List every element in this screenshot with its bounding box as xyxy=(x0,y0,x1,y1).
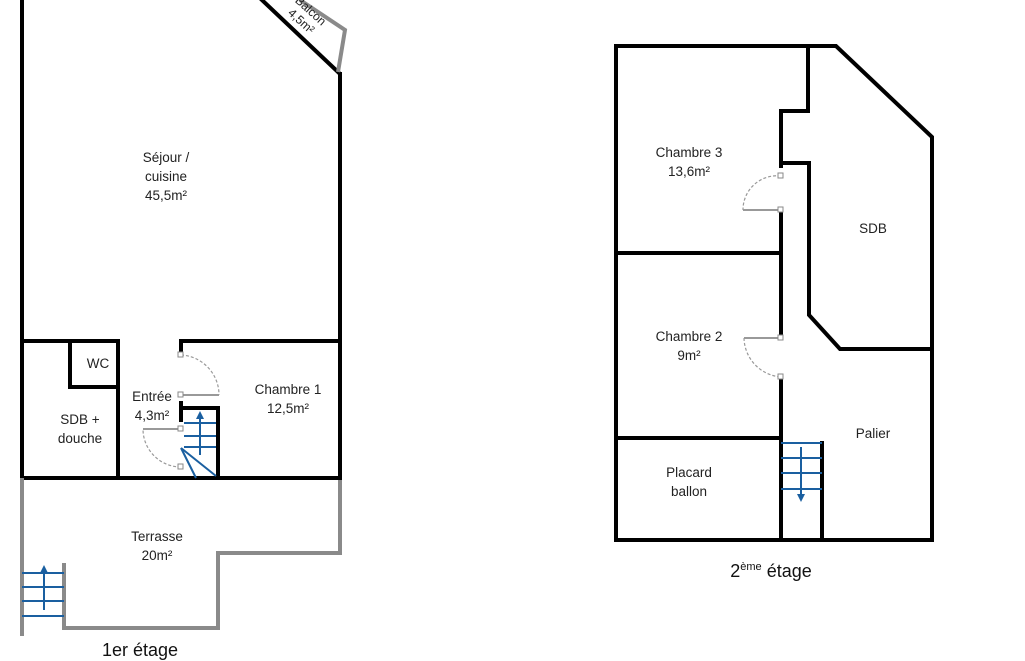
door-entrance xyxy=(142,425,184,470)
terrace-walls xyxy=(20,478,342,636)
stairs-entree xyxy=(180,411,217,479)
door-entree-chambre1 xyxy=(177,351,220,398)
room-label-wc: WC xyxy=(86,356,110,371)
floor2-walls xyxy=(614,44,934,542)
room-label-palier: Palier xyxy=(855,426,891,441)
floor1-title: 1er étage xyxy=(101,640,179,660)
floor1-walls xyxy=(20,0,348,480)
room-label-sdb-douche: SDB +douche xyxy=(57,412,103,446)
balcony-railing xyxy=(298,0,348,73)
stairs-terrace xyxy=(22,565,64,617)
floor2-title: 2ème étage xyxy=(730,561,812,581)
door-chambre3 xyxy=(742,172,784,213)
stairs-palier xyxy=(781,442,822,502)
room-label-sdb: SDB xyxy=(859,221,887,236)
door-chambre2 xyxy=(743,334,784,380)
